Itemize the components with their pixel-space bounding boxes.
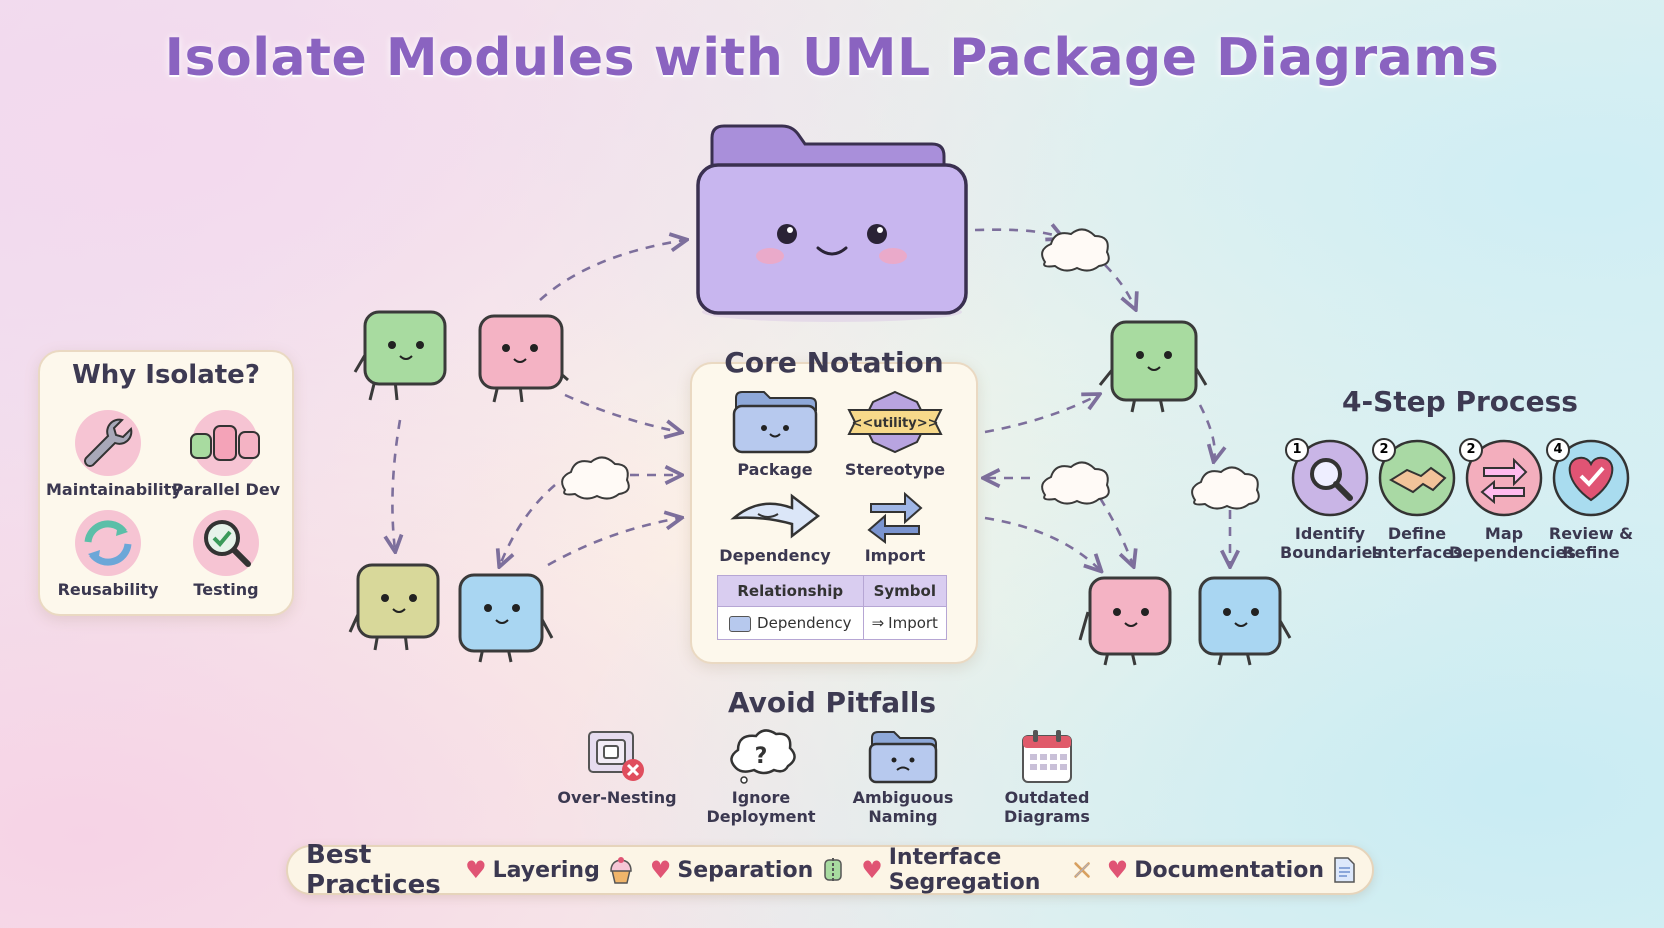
table-cell-text: Import xyxy=(888,614,938,632)
step-label: Map Dependencies xyxy=(1449,524,1576,562)
search-icon xyxy=(1291,439,1369,517)
swap-arrows-icon xyxy=(1465,439,1543,517)
step-label: Review & Refine xyxy=(1548,524,1634,562)
package-folder-icon xyxy=(732,391,818,454)
best-practice-label: Layering xyxy=(492,857,600,883)
best-practice-label: Documentation xyxy=(1134,857,1324,883)
connector-arrows xyxy=(392,230,1230,570)
core-notation-title: Core Notation xyxy=(724,346,944,379)
best-practice-label: Separation xyxy=(677,857,814,883)
cupcake-icon xyxy=(610,857,632,884)
main-package-folder-icon xyxy=(696,124,968,322)
cycle-arrows-icon xyxy=(75,510,141,576)
mini-folder-icon xyxy=(729,615,752,632)
calendar-icon xyxy=(1022,730,1072,783)
step-number-badge: 1 xyxy=(1285,438,1309,462)
document-icon xyxy=(1334,857,1355,883)
process-step: 2 Map Dependencies xyxy=(1449,438,1576,568)
pitfall-label: Outdated Diagrams xyxy=(1004,788,1090,826)
blue-block-character-left xyxy=(458,573,554,663)
question-cloud-icon: ? xyxy=(730,729,796,784)
core-notation-label: Stereotype xyxy=(844,460,946,479)
crossed-swords-icon xyxy=(1073,862,1090,878)
green-block-character-right xyxy=(1098,320,1208,413)
step-label: Identify Boundaries xyxy=(1280,524,1382,562)
step-number-badge: 4 xyxy=(1546,438,1570,462)
team-icon xyxy=(190,410,260,476)
process-step: 4 Review & Refine xyxy=(1546,438,1636,568)
green-block-character-left xyxy=(353,310,447,401)
step-number-badge: 2 xyxy=(1459,438,1483,462)
heart-icon: ♥ xyxy=(465,856,487,884)
table-cell-text: Dependency xyxy=(757,614,852,632)
best-practice-item: ♥ Layering xyxy=(465,856,634,884)
heart-icon: ♥ xyxy=(1106,856,1129,884)
heart-check-icon xyxy=(1552,439,1630,517)
import-arrows-icon xyxy=(867,491,923,544)
sad-folder-icon xyxy=(868,731,938,784)
best-practice-item: ♥ Separation xyxy=(650,856,845,884)
why-isolate-label: Testing xyxy=(193,580,259,599)
pitfalls-title: Avoid Pitfalls xyxy=(728,686,936,719)
table-header: Relationship xyxy=(717,575,864,607)
svg-text:?: ? xyxy=(755,744,768,769)
nested-boxes-icon xyxy=(588,731,644,781)
table-row: Dependency ⇒Import xyxy=(717,606,948,640)
best-practices-title: Best Practices xyxy=(306,840,441,900)
heart-icon: ♥ xyxy=(861,856,883,884)
stereotype-badge-icon: <<utility>> xyxy=(847,390,943,454)
page-title: Isolate Modules with UML Package Diagram… xyxy=(164,28,1500,88)
step-label: Define Interfaces xyxy=(1371,524,1463,562)
wrench-icon xyxy=(75,410,141,476)
process-step: 2 Define Interfaces xyxy=(1371,438,1463,568)
table-cell: Dependency xyxy=(717,606,864,640)
blue-block-character-right xyxy=(1198,576,1292,666)
why-isolate-panel: Why Isolate? Maintainability Parallel De… xyxy=(38,350,294,616)
core-notation-label: Package xyxy=(737,460,813,479)
best-practices-bar: Best Practices ♥ Layering ♥ Separation ♥… xyxy=(286,840,1374,900)
handshake-icon xyxy=(1378,439,1456,517)
process-title: 4-Step Process xyxy=(1342,385,1578,418)
dependency-arrow-icon xyxy=(730,493,821,539)
stereotype-badge-text: <<utility>> xyxy=(851,416,938,431)
best-practice-item: ♥ Interface Segregation xyxy=(861,845,1090,895)
table-cell: ⇒Import xyxy=(862,606,948,640)
best-practice-label: Interface Segregation xyxy=(888,845,1041,895)
arrow-icon: ⇒ xyxy=(871,614,885,632)
process-step: 1 Identify Boundaries xyxy=(1280,438,1382,568)
pink-block-character-left xyxy=(478,314,569,403)
pitfall-label: Ambiguous Naming xyxy=(852,788,954,826)
core-notation-label: Import xyxy=(864,546,926,565)
cloud-icons xyxy=(561,228,1260,510)
table-header: Symbol xyxy=(862,575,948,607)
yellow-block-character xyxy=(348,563,440,651)
core-notation-label: Dependency xyxy=(719,546,831,565)
why-isolate-label: Maintainability xyxy=(46,480,182,499)
heart-icon: ♥ xyxy=(649,856,672,884)
pink-block-character-right xyxy=(1078,576,1172,666)
why-isolate-label: Reusability xyxy=(57,580,159,599)
separation-icon xyxy=(824,858,842,882)
relationship-table: Relationship Symbol Dependency ⇒Import xyxy=(717,575,948,640)
why-isolate-label: Parallel Dev xyxy=(171,480,281,499)
pitfall-label: Ignore Deployment xyxy=(706,788,816,826)
why-isolate-title: Why Isolate? xyxy=(72,360,260,390)
best-practice-item: ♥ Documentation xyxy=(1107,856,1356,884)
step-number-badge: 2 xyxy=(1372,438,1396,462)
pitfall-label: Over-Nesting xyxy=(557,788,677,807)
magnifier-check-icon xyxy=(193,510,259,576)
